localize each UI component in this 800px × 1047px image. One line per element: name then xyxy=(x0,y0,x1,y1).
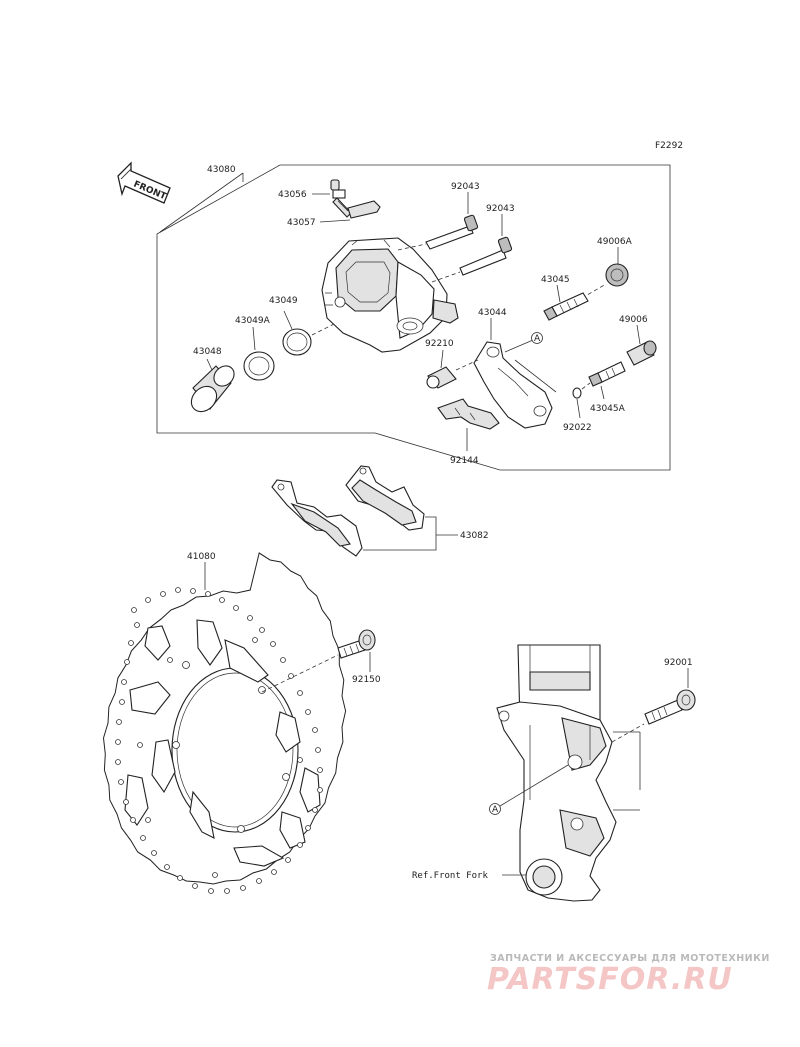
boot-49006A xyxy=(605,263,629,287)
label-ref-front-fork: Ref.Front Fork xyxy=(412,871,488,881)
pad-spring-92144 xyxy=(437,398,500,430)
disc-vent-holes xyxy=(115,587,323,894)
brake-pad-43082-a xyxy=(271,479,363,557)
dust-seal-43049A xyxy=(243,351,275,381)
label-43080: 43080 xyxy=(207,165,236,175)
pin-92043-lower xyxy=(459,236,513,276)
label-49006: 49006 xyxy=(619,315,648,325)
boot-49006 xyxy=(626,340,657,366)
label-43057: 43057 xyxy=(287,218,316,228)
label-92144: 92144 xyxy=(450,456,479,466)
label-92043-lower: 92043 xyxy=(486,204,515,214)
pin-92043-upper xyxy=(425,214,479,250)
piston-seal-43049 xyxy=(282,328,312,356)
label-92022: 92022 xyxy=(563,423,592,433)
watermark-brand-logo: PARTSFOR.RU xyxy=(487,962,733,997)
bleed-valve-43056 xyxy=(330,179,352,218)
figure-code: F2292 xyxy=(655,141,683,151)
label-41080: 41080 xyxy=(187,552,216,562)
label-92043-upper: 92043 xyxy=(451,182,480,192)
marker-a-upper: A xyxy=(534,334,541,344)
front-fork xyxy=(496,644,617,902)
slide-pin-43045 xyxy=(543,292,589,321)
leader-43080b xyxy=(159,172,244,233)
caliper-body xyxy=(321,237,459,353)
bleed-cap-43057 xyxy=(347,200,381,219)
bracket-bolt-92001 xyxy=(644,689,696,725)
label-43056: 43056 xyxy=(278,190,307,200)
label-92150: 92150 xyxy=(352,675,381,685)
label-92210: 92210 xyxy=(425,339,454,349)
label-43049: 43049 xyxy=(269,296,298,306)
label-43044: 43044 xyxy=(478,308,507,318)
sleeve-92210 xyxy=(426,366,457,389)
label-43048: 43048 xyxy=(193,347,222,357)
caliper-assembly-box xyxy=(156,164,671,471)
label-43045: 43045 xyxy=(541,275,570,285)
marker-a-lower: A xyxy=(492,805,499,815)
label-43082: 43082 xyxy=(460,531,489,541)
label-43049A: 43049A xyxy=(235,316,271,326)
watermark-tagline: ЗАПЧАСТИ И АКСЕССУАРЫ ДЛЯ МОТОТЕХНИКИ xyxy=(490,953,770,964)
label-43045A: 43045A xyxy=(590,404,626,414)
brake-disc-41080 xyxy=(102,552,347,894)
clip-92022 xyxy=(572,387,582,399)
caliper-bracket-43044 xyxy=(473,341,553,429)
piston-43048 xyxy=(190,365,235,413)
brake-pad-43082-b xyxy=(345,465,425,531)
disc-bolt-92150 xyxy=(337,629,376,659)
label-49006A: 49006A xyxy=(597,237,633,247)
label-92001: 92001 xyxy=(664,658,693,668)
front-arrow-icon: FRONT xyxy=(117,161,171,204)
slide-pin-43045A xyxy=(588,361,626,387)
